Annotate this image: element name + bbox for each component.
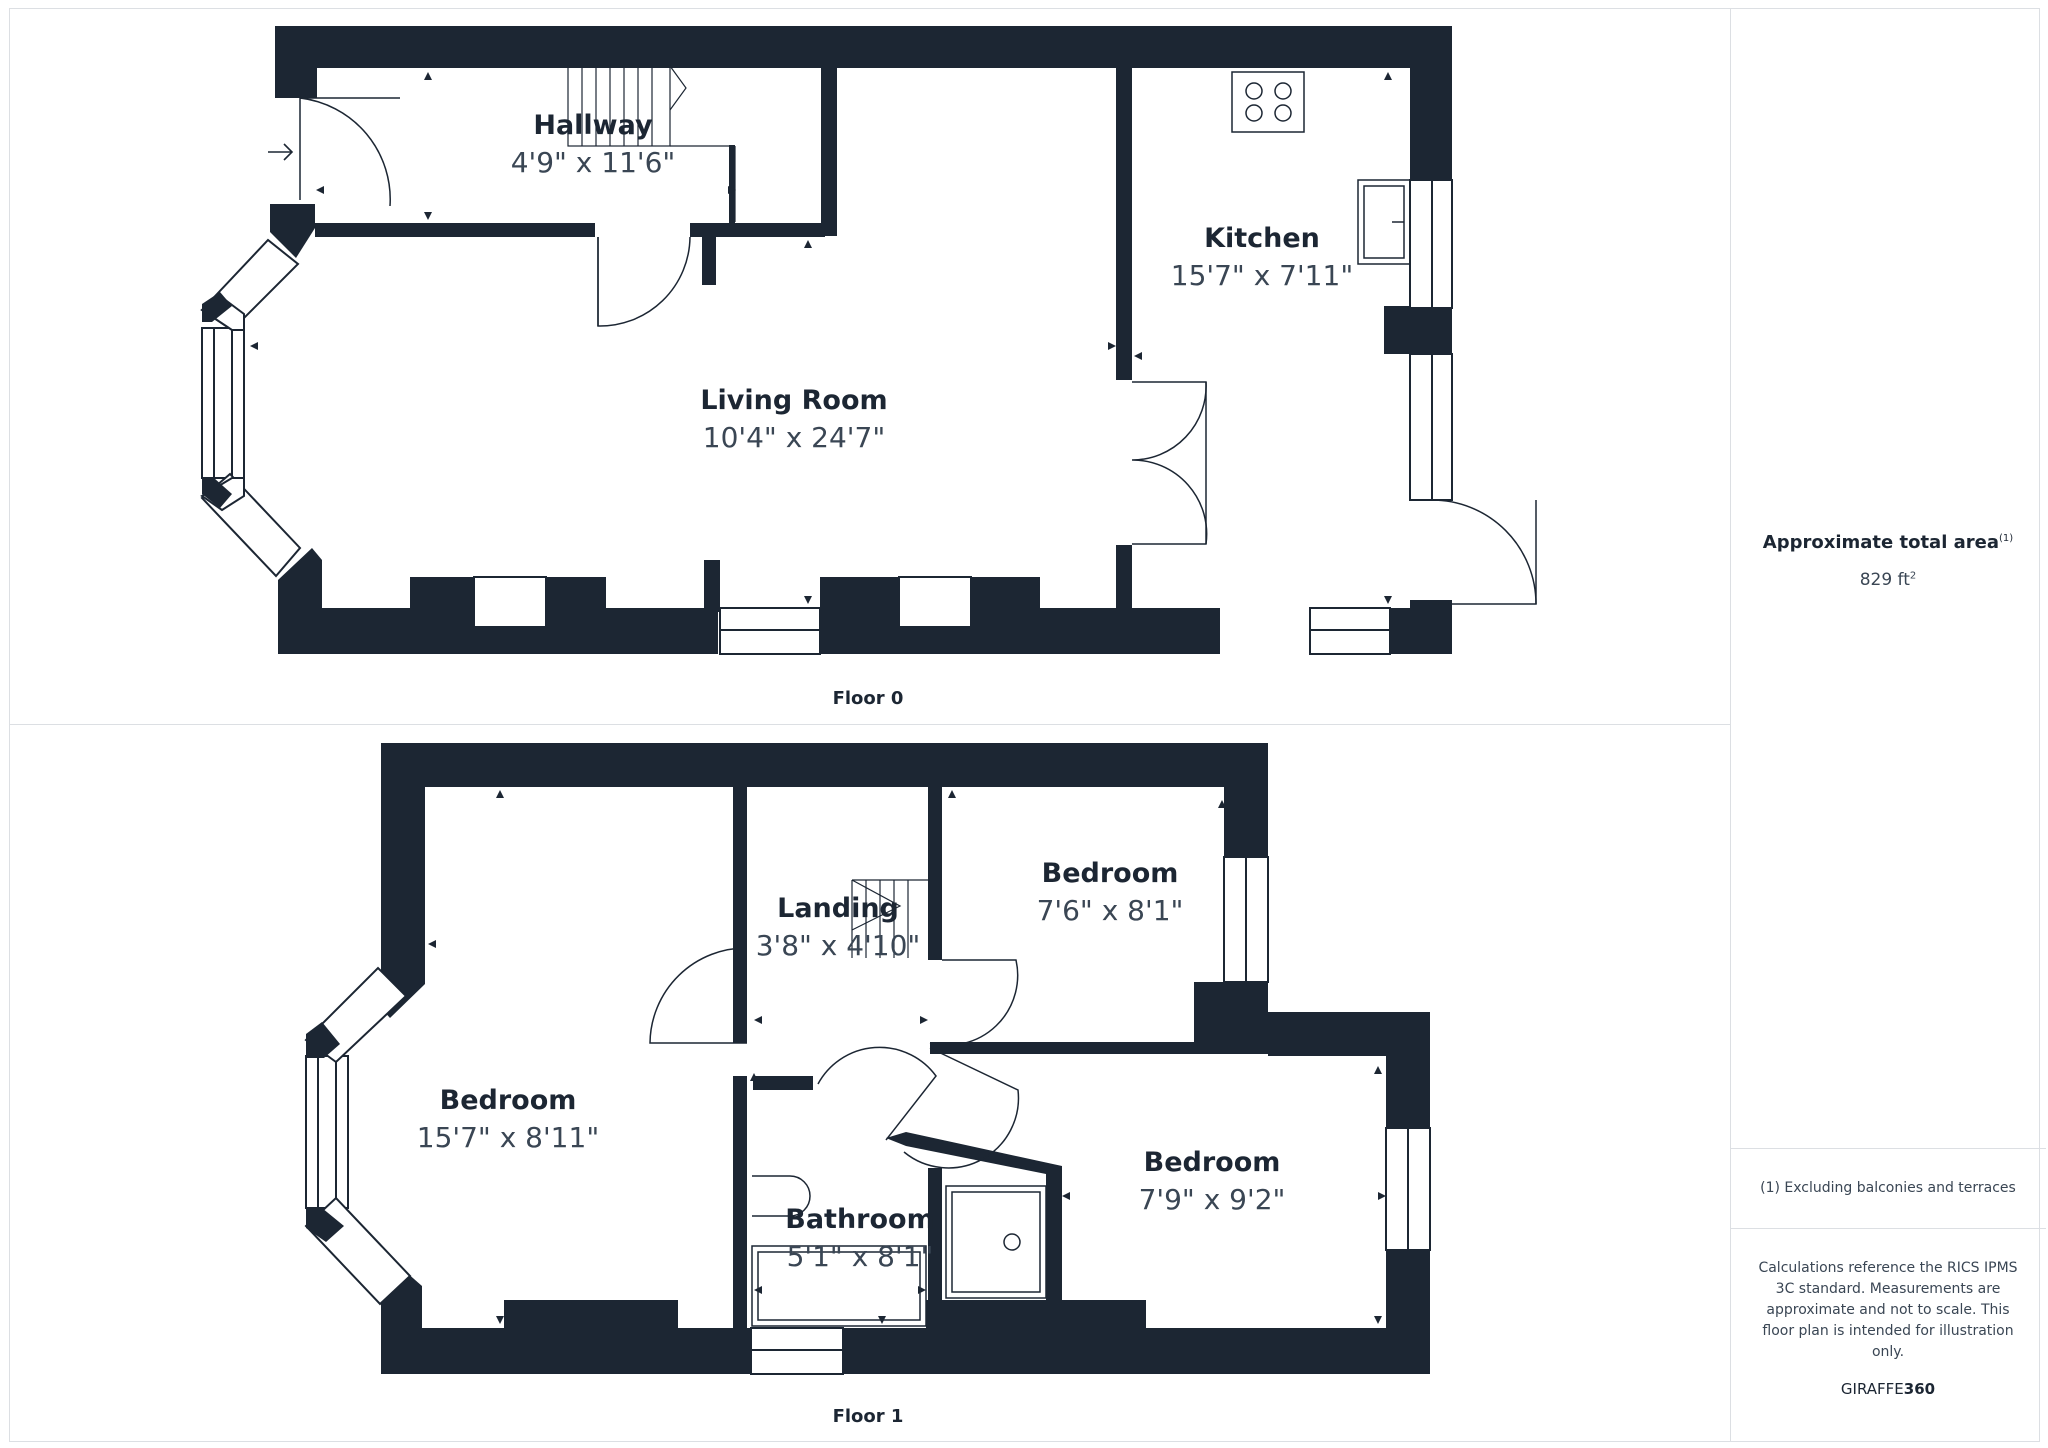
footnote-text: (1) Excluding balconies and terraces: [1760, 1180, 2016, 1196]
room-dims-hallway: 4'9" x 11'6": [511, 146, 676, 179]
room-name-landing: Landing: [777, 893, 899, 924]
floor-0-bottom-windows: [473, 576, 1391, 655]
room-dims-bathroom: 5'1" x 8'1": [787, 1240, 934, 1273]
room-name-hallway: Hallway: [533, 110, 653, 141]
floor-1-bay-windows: [304, 966, 412, 1306]
divider: [1730, 1228, 2046, 1229]
floor-0-label: Floor 0: [833, 688, 904, 709]
room-dims-kitchen: 15'7" x 7'11": [1171, 259, 1353, 292]
area-unit-superscript: 2: [1909, 570, 1917, 582]
total-area-value: 829 ft2: [1730, 570, 2046, 590]
room-name-bedroom-1: Bedroom: [440, 1085, 577, 1116]
floor-0-bay-corners: [202, 292, 232, 508]
hob-icon: [1231, 71, 1305, 133]
total-area-label: Approximate total area(1): [1730, 532, 2046, 553]
floor-1-label: Floor 1: [833, 1406, 904, 1427]
floor-1-walls: [381, 743, 1430, 1374]
room-name-kitchen: Kitchen: [1204, 223, 1320, 254]
room-name-living-room: Living Room: [700, 385, 887, 416]
bathroom-fixtures: [751, 1175, 1047, 1327]
room-name-bedroom-3: Bedroom: [1144, 1147, 1281, 1178]
total-area-value-text: 829 ft: [1859, 570, 1910, 590]
room-dims-bedroom-2: 7'6" x 8'1": [1037, 894, 1184, 927]
floor-0-stairs: [567, 65, 736, 222]
floor-1-right-windows: [750, 856, 1431, 1375]
total-area-label-text: Approximate total area: [1762, 532, 2000, 553]
floor-1-stairs: [851, 879, 928, 958]
floor-1-doors: [649, 947, 1020, 1169]
brand-logo: GIRAFFE360: [1730, 1380, 2046, 1398]
entrance-arrow-icon: [268, 143, 294, 161]
floor-1-dimension-markers: [428, 790, 1386, 1324]
disclaimer-text: Calculations reference the RICS IPMS 3C …: [1758, 1260, 2018, 1360]
floor-0-doors: [299, 97, 1537, 605]
floor-0-walls: [270, 26, 1452, 654]
room-dims-bedroom-1: 15'7" x 8'11": [417, 1121, 599, 1154]
footnote-mark: (1): [1999, 533, 2014, 544]
brand-logo-light: GIRAFFE: [1840, 1380, 1904, 1398]
sink-icon: [1357, 179, 1411, 265]
room-name-bedroom-2: Bedroom: [1042, 858, 1179, 889]
floor-0-bay-windows: [200, 238, 302, 578]
floor-1-bay-corners: [306, 1022, 344, 1242]
brand-logo-bold: 360: [1903, 1380, 1936, 1398]
room-labels: Hallway 4'9" x 11'6" Living Room 10'4" x…: [417, 110, 1353, 1427]
room-dims-bedroom-3: 7'9" x 9'2": [1139, 1183, 1286, 1216]
room-dims-living-room: 10'4" x 24'7": [703, 421, 885, 454]
summary-panel: [1730, 8, 2040, 1442]
divider: [1730, 1148, 2046, 1149]
room-name-bathroom: Bathroom: [785, 1204, 934, 1235]
floor-0-kitchen-windows: [1409, 179, 1453, 501]
floor-0-dimension-markers: [250, 72, 1392, 604]
room-dims-landing: 3'8" x 4'10": [756, 929, 921, 962]
